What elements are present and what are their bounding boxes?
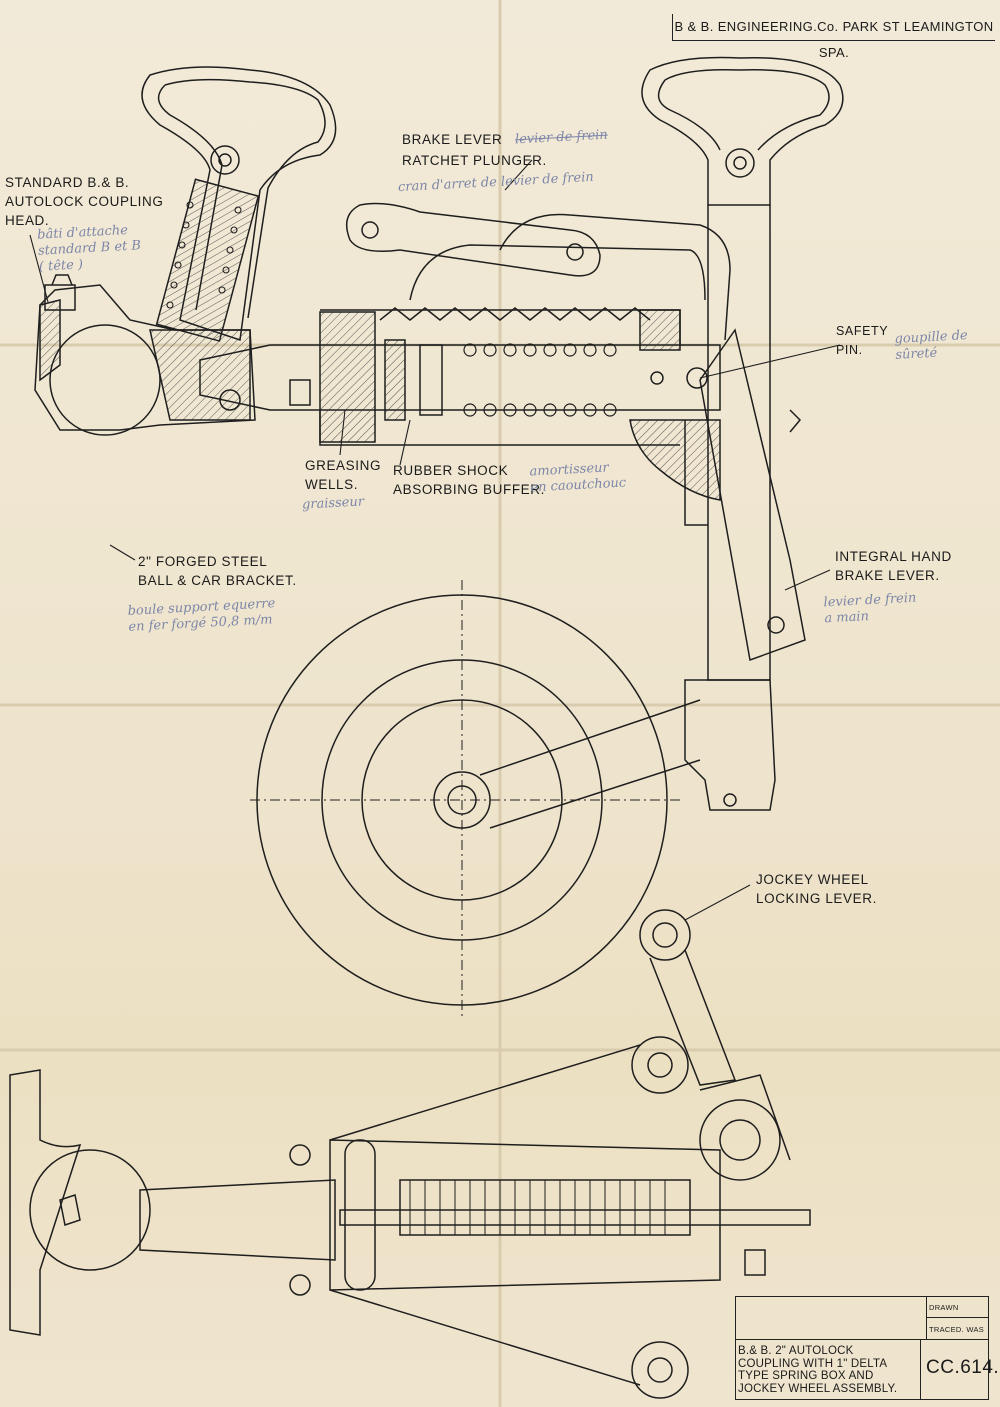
drawing-title: B.& B. 2" AUTOLOCK COUPLING WITH 1" DELT… (738, 1345, 898, 1395)
drawn-label: DRAWN (929, 1303, 959, 1312)
locking-lever-view (639, 909, 737, 1086)
title-block: DRAWN TRACED. WAS B.& B. 2" AUTOLOCK COU… (735, 1296, 999, 1400)
label-rubber-buffer: RUBBER SHOCK ABSORBING BUFFER. (393, 463, 545, 497)
label-ball-bracket: 2" FORGED STEEL BALL & CAR BRACKET. (138, 554, 297, 588)
traced-label: TRACED. WAS (929, 1325, 985, 1334)
label-jockey-lever: JOCKEY WHEEL LOCKING LEVER. (756, 872, 877, 906)
spring-box-view (199, 307, 721, 501)
note-coupling-head: bâti d'attache standard B et B ( tête ) (36, 222, 142, 275)
brake-lever-view (345, 202, 731, 341)
leader-lines (29, 159, 841, 921)
note-rubber-buffer: amortisseur en caoutchouc (529, 460, 627, 496)
label-greasing-wells: GREASING WELLS. (305, 458, 382, 492)
label-coupling-head: STANDARD B.& B. AUTOLOCK COUPLING HEAD. (5, 175, 164, 228)
note-hand-brake: levier de frein a main (823, 590, 917, 627)
drawing-number: CC.614. (926, 1357, 1000, 1378)
company-header: B & B. ENGINEERING.Co. PARK ST LEAMINGTO… (672, 14, 995, 60)
label-hand-brake: INTEGRAL HAND BRAKE LEVER. (835, 549, 952, 583)
note-safety-pin: goupille de sûreté (894, 328, 969, 363)
plan-view (9, 1036, 811, 1399)
label-ratchet-plunger: RATCHET PLUNGER. (402, 153, 547, 168)
note-greasing-wells: graisseur (301, 494, 365, 513)
label-brake-lever: BRAKE LEVER (402, 132, 503, 147)
label-safety-pin: SAFETY PIN. (836, 324, 889, 357)
jockey-wheel-view (250, 580, 701, 1020)
